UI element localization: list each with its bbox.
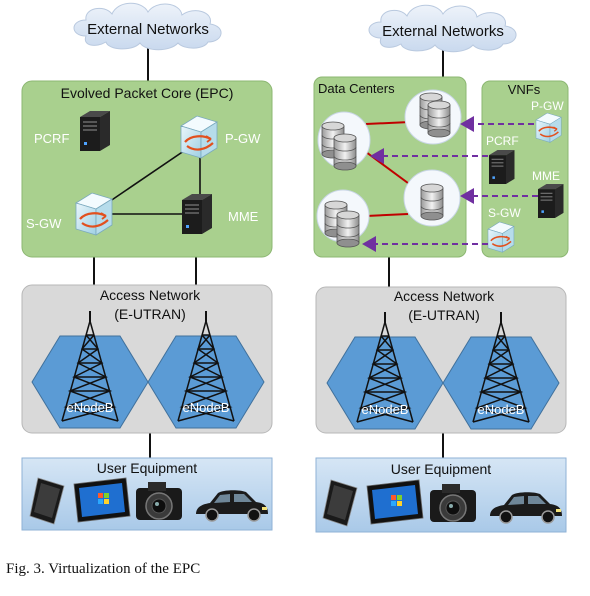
- database-icon: [333, 133, 357, 171]
- vnf-mme-label: MME: [532, 169, 560, 183]
- data-center-cloud: [317, 111, 371, 171]
- access-network-label: Access Network: [394, 288, 495, 304]
- server-tower-icon: [488, 149, 516, 185]
- server-tower-icon: [537, 183, 565, 219]
- figure-caption: Fig. 3. Virtualization of the EPC: [6, 561, 201, 577]
- router-cube-icon: [74, 191, 114, 237]
- router-cube-icon: [487, 221, 515, 254]
- server-tower-icon: [79, 110, 111, 152]
- database-icon: [420, 183, 444, 221]
- external-networks-label: External Networks: [382, 23, 504, 40]
- enodeb-label: eNodeB: [183, 400, 230, 415]
- data-center-cloud: [404, 89, 462, 145]
- tablet-icon: [73, 477, 131, 523]
- user-equipment-label: User Equipment: [391, 461, 491, 477]
- server-tower-icon: [181, 193, 213, 235]
- router-cube-icon: [535, 112, 562, 144]
- mme-label: MME: [228, 209, 259, 224]
- access-network-label: Access Network: [100, 287, 201, 303]
- left-diagram: External Networks Evolved Packet Core (E…: [21, 2, 273, 531]
- tablet-icon: [366, 479, 424, 525]
- data-centers-title: Data Centers: [318, 81, 395, 96]
- pcrf-label: PCRF: [34, 131, 69, 146]
- external-networks-label: External Networks: [87, 21, 209, 38]
- data-center-cloud: [403, 169, 461, 227]
- database-icon: [427, 100, 451, 138]
- data-center-cloud: [316, 189, 370, 248]
- right-diagram: External Networks Data Centers VNFs: [313, 4, 569, 533]
- enodeb-label: eNodeB: [478, 402, 525, 417]
- sgw-label: S-GW: [26, 216, 62, 231]
- enodeb-label: eNodeB: [67, 400, 114, 415]
- enodeb-label: eNodeB: [362, 402, 409, 417]
- router-cube-icon: [179, 114, 219, 160]
- vnf-mapping-arrows: [362, 116, 538, 252]
- pgw-label: P-GW: [225, 131, 261, 146]
- eutran-label: (E-UTRAN): [114, 306, 186, 322]
- vnfs-title: VNFs: [508, 82, 541, 97]
- epc-title: Evolved Packet Core (EPC): [61, 85, 234, 101]
- database-icon: [336, 210, 360, 248]
- eutran-label: (E-UTRAN): [408, 307, 480, 323]
- user-equipment-label: User Equipment: [97, 460, 197, 476]
- vnf-pcrf-label: PCRF: [486, 134, 519, 148]
- vnf-pgw-label: P-GW: [531, 99, 564, 113]
- vnf-sgw-label: S-GW: [488, 206, 521, 220]
